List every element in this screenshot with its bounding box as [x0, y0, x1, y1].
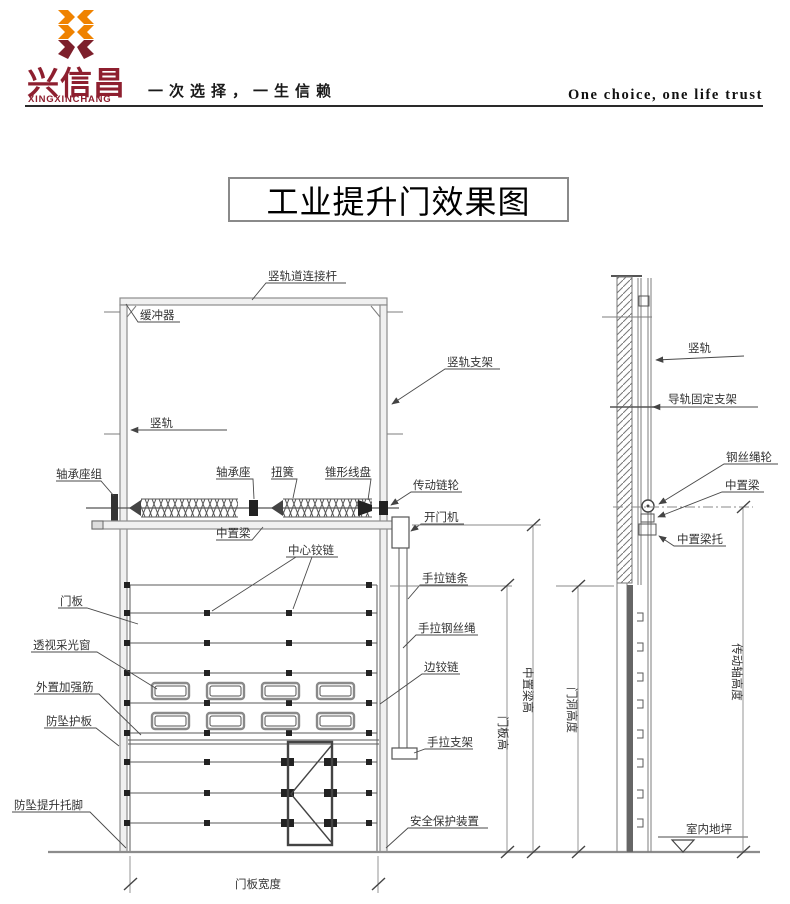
- label-hand-chain: 手拉链条: [422, 571, 468, 585]
- dimension-lines: 门板高 中置梁高 门洞高度 传动轴高度: [123, 500, 751, 893]
- label-wire-rope-pulley: 钢丝绳轮: [726, 450, 772, 464]
- label-indoor-floor: 室内地坪: [686, 822, 732, 836]
- anti-fall-guard-band: [128, 739, 379, 745]
- label-door-operator: 开门机: [424, 510, 459, 524]
- wall-section: [616, 276, 633, 584]
- brand-logo-icon: [58, 10, 94, 59]
- label-hand-pull-bracket: 手拉支架: [427, 735, 473, 749]
- label-vertical-rail-side: 竖轨: [688, 341, 711, 355]
- label-buffer: 缓冲器: [140, 308, 175, 322]
- label-center-beam-front: 中置梁: [216, 526, 251, 540]
- side-view-labels: 竖轨 导轨固定支架 钢丝绳轮 中置梁 中置梁托 室内地坪: [652, 341, 778, 838]
- center-beam-support-part: [638, 523, 657, 536]
- label-side-hinge: 边铰链: [424, 660, 459, 674]
- label-safety-device: 安全保护装置: [410, 814, 479, 828]
- side-view: [602, 275, 753, 853]
- chain-wheel-part: [379, 501, 388, 515]
- label-torsion-spring: 扭簧: [271, 465, 294, 479]
- torsion-shaft-assembly: [86, 494, 399, 521]
- slogan-english: One choice, one life trust: [567, 87, 763, 103]
- door-operator-box: [391, 516, 410, 549]
- label-conical-cable-drum: 锥形线盘: [325, 465, 371, 479]
- label-vision-window: 透视采光窗: [33, 638, 91, 652]
- label-center-beam-support: 中置梁托: [677, 532, 723, 546]
- vision-windows: [150, 681, 356, 731]
- hand-pull-bracket-part: [391, 747, 418, 760]
- brand-name-en: XINGXINCHANG: [28, 94, 112, 105]
- label-bearing-seat-group: 轴承座组: [56, 467, 102, 481]
- label-rail-fixing-bracket: 导轨固定支架: [668, 392, 737, 406]
- label-door-panel-width: 门板宽度: [235, 877, 281, 891]
- rail-wall-stubs: [104, 311, 403, 435]
- label-center-beam-side: 中置梁: [725, 478, 760, 492]
- door-slab-edge: [627, 585, 633, 852]
- center-hinges: [124, 582, 372, 827]
- label-door-panel: 门板: [60, 594, 83, 608]
- bearing-seat-group-part: [111, 494, 118, 521]
- side-rails: [637, 278, 652, 852]
- label-vertical-rail-front: 竖轨: [150, 416, 173, 430]
- label-anti-fall-guard: 防坠护板: [46, 714, 92, 728]
- dim-door-panel-height: 门板高: [496, 716, 510, 751]
- front-view: [48, 297, 760, 854]
- hand-chain-lines: [398, 548, 408, 748]
- label-drive-chain-wheel: 传动链轮: [413, 478, 459, 492]
- dim-door-opening-height: 门洞高度: [565, 687, 579, 733]
- pass-door: [286, 740, 334, 847]
- floor-level-marker: [670, 839, 696, 853]
- label-track-connector-rod: 竖轨道连接杆: [268, 269, 337, 283]
- top-track-beam: [119, 297, 388, 306]
- header-divider: [25, 105, 763, 107]
- roller-brackets: [637, 612, 644, 828]
- torsion-spring-left: [141, 499, 238, 517]
- slogan-chinese: 一次选择，一生信赖: [148, 83, 338, 100]
- door-panel-stack: [128, 584, 379, 851]
- bearing-seat-part: [249, 500, 258, 516]
- label-bearing-seat: 轴承座: [216, 465, 251, 479]
- label-hand-wire-rope: 手拉钢丝绳: [418, 621, 476, 635]
- torsion-spring-right: [283, 499, 372, 517]
- center-beam-end: [640, 513, 655, 523]
- label-external-stiffener: 外置加强筋: [36, 680, 94, 694]
- front-view-labels: 竖轨道连接杆 缓冲器 竖轨支架 竖轨 轴承座组 轴承座 扭簧 锥形线盘 传动链轮…: [12, 269, 500, 891]
- brand-name-cn: 兴信昌: [27, 65, 127, 101]
- label-vertical-rail-bracket: 竖轨支架: [447, 355, 493, 369]
- label-center-hinge: 中心铰链: [288, 543, 334, 557]
- dim-drive-shaft-height: 传动轴高度: [730, 643, 744, 701]
- right-vertical-rail: [379, 304, 388, 853]
- page-title: 工业提升门效果图: [228, 177, 569, 222]
- label-anti-fall-lifting-foot: 防坠提升托脚: [14, 798, 83, 812]
- conical-drum-part: [358, 500, 372, 516]
- top-rail-bracket: [638, 295, 650, 307]
- dim-center-beam-height: 中置梁高: [521, 667, 535, 713]
- left-vertical-rail: [119, 304, 128, 853]
